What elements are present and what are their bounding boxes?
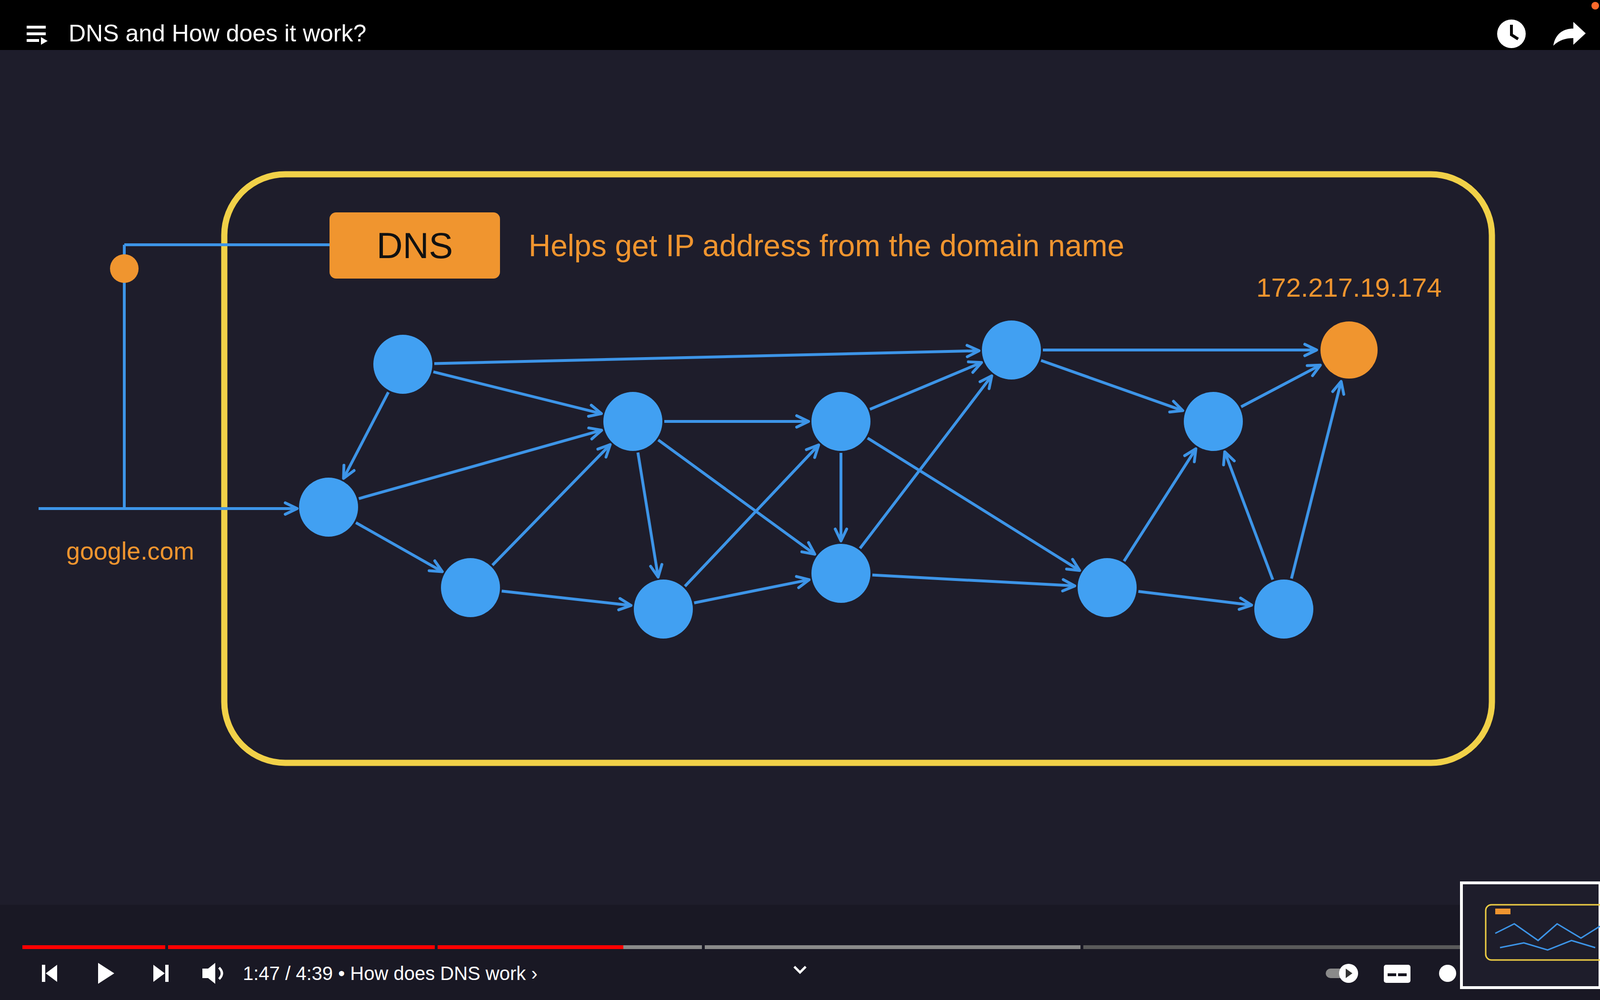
menu-icon [26, 25, 48, 45]
route-arrow [492, 444, 610, 566]
next-icon [165, 964, 169, 982]
next-icon [153, 964, 165, 982]
prev-icon [45, 964, 58, 982]
top-bar [0, 0, 1600, 50]
clock-face [1497, 19, 1526, 49]
progress-buffered [704, 945, 1081, 950]
tagline-box: Helps get IP address from the domain nam… [528, 227, 1125, 265]
autoplay-play [1345, 968, 1353, 979]
route-arrow [501, 590, 632, 606]
share-icon [1553, 21, 1586, 46]
thumbnail-graph [1495, 923, 1600, 950]
route-arrow [433, 371, 602, 414]
autoplay-knob [1339, 963, 1359, 983]
clock-icon [1497, 19, 1526, 49]
route-arrow [359, 430, 602, 499]
router-nodes [299, 320, 1314, 639]
route-arrow [664, 420, 809, 423]
route-arrow [1240, 365, 1320, 408]
thumbnail-box [1485, 904, 1600, 960]
router-node [1254, 579, 1314, 639]
dns-lookup-wire [124, 243, 330, 247]
volume-icon [202, 962, 216, 984]
notice-dot [1591, 1, 1600, 10]
route-arrow [684, 444, 819, 587]
progress-buffered [623, 945, 702, 950]
menu-bar [26, 39, 40, 42]
node-caption: 172.217.19.174 [1256, 271, 1442, 304]
subtitles-line [1398, 973, 1407, 977]
route-arrow [638, 452, 659, 578]
node-label: DNS [376, 223, 453, 268]
progress-played [22, 945, 166, 950]
video-title-box: DNS and How does it work? [68, 19, 367, 48]
route-arrow [839, 452, 843, 541]
node-outline [1320, 321, 1378, 379]
progress-played [168, 945, 435, 950]
router-node [811, 543, 871, 603]
router-node [603, 391, 663, 451]
dns-frame [224, 174, 1492, 763]
route-arrow [434, 350, 980, 364]
router-node [1183, 391, 1243, 451]
tagline: Helps get IP address from the domain nam… [528, 227, 1125, 265]
route-arrow [870, 362, 982, 410]
route-arrow [355, 522, 442, 572]
router-node [299, 477, 359, 537]
router-node [633, 579, 693, 639]
domain-label: google.com [66, 536, 195, 566]
subtitles-icon [1383, 964, 1411, 983]
thumbnail-tag [1495, 908, 1511, 915]
menu-play [40, 37, 48, 45]
subtitles-line [1387, 973, 1397, 977]
chevron-icon [794, 966, 806, 973]
thumbnail-preview [1461, 882, 1600, 988]
route-arrow [872, 575, 1075, 587]
route-arrow [1138, 591, 1252, 606]
progress-bar [22, 945, 1465, 950]
progress-rest [1083, 945, 1465, 950]
route-arrow [343, 392, 389, 479]
request-arrow [38, 507, 298, 510]
player-time-box: 1:47 / 4:39 • How does DNS work › [242, 961, 538, 985]
route-arrow [658, 440, 815, 555]
lookup-dot [110, 254, 139, 283]
menu-bar [26, 25, 46, 29]
thumbnail-frame [1461, 882, 1600, 988]
route-arrows [343, 350, 1341, 606]
route-arrow [860, 375, 992, 549]
route-arrow [867, 438, 1080, 571]
volume-wave [219, 967, 222, 980]
route-arrow [1291, 381, 1341, 579]
progress-played [437, 945, 624, 950]
dns-lookup-wire [122, 244, 126, 509]
router-node [440, 558, 500, 618]
dns-box: DNS [329, 212, 500, 279]
node-label: 172.217.19.174 [1256, 271, 1442, 304]
prev-icon [41, 964, 46, 982]
router-node [811, 391, 871, 451]
clock-hands [1511, 24, 1519, 40]
router-node [373, 334, 433, 394]
route-arrow [694, 579, 810, 603]
player-shade [0, 904, 1600, 1000]
domain-label-box: google.com [66, 536, 195, 566]
play-icon [98, 962, 115, 984]
video-title: DNS and How does it work? [68, 19, 367, 48]
router-node [1077, 558, 1137, 618]
ip-target-node: 172.217.19.174 [1320, 321, 1378, 379]
node-circle [1320, 321, 1378, 379]
settings-icon [1439, 964, 1457, 982]
route-arrow [1040, 360, 1183, 411]
menu-bar [26, 32, 46, 36]
router-node [981, 320, 1041, 380]
player-time: 1:47 / 4:39 • How does DNS work › [242, 961, 538, 985]
route-arrow [1042, 348, 1317, 352]
route-arrow [1124, 448, 1197, 561]
route-arrow [1224, 451, 1273, 580]
